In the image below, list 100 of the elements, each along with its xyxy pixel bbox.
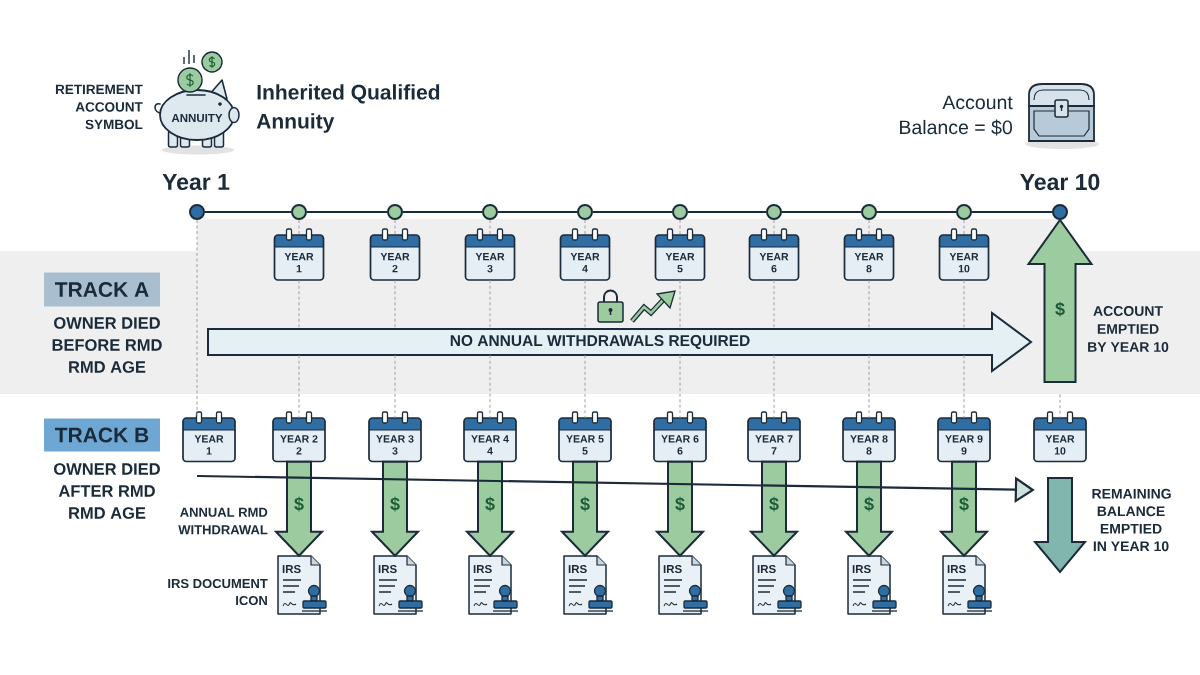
dashed-line bbox=[394, 354, 396, 419]
timeline-dot bbox=[766, 204, 782, 220]
calendar: YEAR 1 bbox=[273, 228, 325, 281]
edge-label: $ bbox=[1054, 301, 1066, 318]
calendar: YEAR 8 8 bbox=[842, 411, 896, 463]
line bbox=[593, 210, 672, 214]
block-arrow bbox=[369, 460, 421, 558]
document: IRS bbox=[468, 555, 519, 615]
calendar: YEAR 10 bbox=[1033, 411, 1087, 463]
calendar: YEAR 6 bbox=[748, 228, 800, 281]
dashed-line bbox=[489, 279, 491, 330]
calendar: YEAR 6 6 bbox=[653, 411, 707, 463]
dashed-line bbox=[868, 279, 870, 330]
line bbox=[403, 210, 482, 214]
block-arrow bbox=[1032, 477, 1088, 574]
line bbox=[782, 210, 861, 214]
calendar: YEAR 10 bbox=[938, 228, 990, 281]
calendar: YEAR 4 4 bbox=[463, 411, 517, 463]
dashed-line bbox=[1059, 393, 1061, 419]
line bbox=[688, 210, 766, 214]
calendar: YEAR 5 5 bbox=[558, 411, 612, 463]
dashed-line bbox=[489, 219, 491, 236]
dashed-line bbox=[963, 279, 965, 330]
timeline-dot bbox=[291, 204, 307, 220]
side-label: RETIREMENT ACCOUNT SYMBOL bbox=[55, 84, 143, 130]
dashed-line bbox=[584, 354, 586, 419]
edge-label: $ bbox=[863, 496, 875, 512]
line bbox=[877, 210, 956, 214]
year-label: Year 1 bbox=[162, 174, 230, 190]
calendar: YEAR 7 7 bbox=[747, 411, 801, 463]
dashed-line bbox=[298, 219, 300, 236]
block-arrow bbox=[1026, 218, 1094, 383]
edge-label: $ bbox=[958, 496, 970, 512]
document: IRS bbox=[658, 555, 709, 615]
block-arrow bbox=[464, 460, 516, 558]
side-label: OWNER DIED BEFORE RMD RMD AGE bbox=[52, 317, 162, 373]
calendar: YEAR 2 bbox=[369, 228, 421, 281]
track-tag: TRACK A bbox=[44, 272, 160, 307]
edge-label: $ bbox=[768, 496, 780, 512]
dashed-line bbox=[489, 354, 491, 419]
dashed-line bbox=[679, 219, 681, 236]
dashed-line bbox=[298, 279, 300, 330]
dashed-line bbox=[773, 279, 775, 330]
document: IRS bbox=[942, 555, 993, 615]
calendar: YEAR 9 9 bbox=[937, 411, 991, 463]
dashed-line bbox=[298, 354, 300, 419]
dashed-line bbox=[963, 354, 965, 419]
dashed-line bbox=[679, 354, 681, 419]
dashed-line bbox=[773, 219, 775, 236]
dashed-line bbox=[584, 219, 586, 236]
document: IRS bbox=[277, 555, 328, 615]
title: Inherited Qualified Annuity bbox=[256, 84, 440, 133]
dashed-line bbox=[394, 279, 396, 330]
dashed-line bbox=[679, 279, 681, 330]
line bbox=[307, 210, 387, 214]
block-arrow bbox=[843, 460, 895, 558]
dashed-line bbox=[773, 354, 775, 419]
calendar: YEAR 2 2 bbox=[272, 411, 326, 463]
block-arrow bbox=[559, 460, 611, 558]
edge-label: $ bbox=[389, 496, 401, 512]
timeline-dot bbox=[956, 204, 972, 220]
timeline-dot bbox=[672, 204, 688, 220]
dashed-line bbox=[196, 219, 198, 419]
side-label: OWNER DIED AFTER RMD RMD AGE bbox=[54, 463, 160, 519]
track-tag: TRACK B bbox=[44, 418, 160, 452]
side-label: ANNUAL RMD WITHDRAWAL bbox=[178, 507, 268, 535]
calendar: YEAR 8 bbox=[843, 228, 895, 281]
year-label: Year 10 bbox=[1020, 173, 1100, 191]
timeline-dot bbox=[482, 204, 498, 220]
dashed-line bbox=[584, 279, 586, 330]
block-arrow bbox=[938, 460, 990, 558]
timeline-dot bbox=[387, 204, 403, 220]
calendar: YEAR 3 3 bbox=[368, 411, 422, 463]
edge-label: $ bbox=[579, 496, 591, 512]
side-label: IRS DOCUMENT ICON bbox=[168, 578, 268, 606]
dashed-line bbox=[868, 354, 870, 419]
block-arrow bbox=[654, 460, 706, 558]
side-label: REMAINING BALANCE EMPTIED IN YEAR 10 bbox=[1092, 488, 1171, 552]
line bbox=[498, 210, 577, 214]
document: IRS bbox=[847, 555, 898, 615]
timeline-dot bbox=[577, 204, 593, 220]
dashed-line bbox=[963, 219, 965, 236]
timeline-dot bbox=[1052, 204, 1068, 220]
timeline-dot bbox=[861, 204, 877, 220]
calendar: YEAR 5 bbox=[654, 228, 706, 281]
edge-label: $ bbox=[484, 496, 496, 512]
document: IRS bbox=[752, 555, 803, 615]
block-arrow bbox=[273, 460, 325, 558]
edge-label: $ bbox=[674, 496, 686, 512]
timeline-dot bbox=[189, 204, 205, 220]
calendar: YEAR 1 bbox=[182, 411, 236, 463]
line bbox=[205, 210, 291, 214]
side-label: ACCOUNT EMPTIED BY YEAR 10 bbox=[1088, 306, 1169, 352]
document: IRS bbox=[563, 555, 614, 615]
piggy-bank: ANNUITY bbox=[154, 49, 240, 155]
dashed-line bbox=[868, 219, 870, 236]
block-arrow bbox=[748, 460, 800, 558]
document: IRS bbox=[373, 555, 424, 615]
edge-label: $ bbox=[293, 496, 305, 512]
calendar: YEAR 4 bbox=[559, 228, 611, 281]
